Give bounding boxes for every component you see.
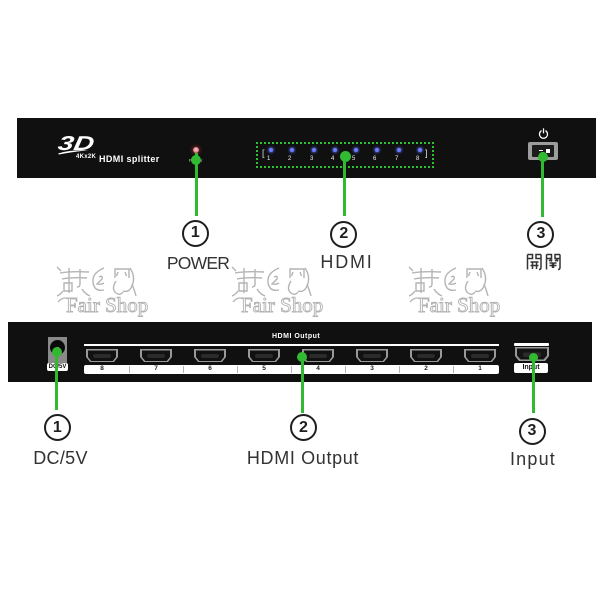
svg-text:Fair Shop: Fair Shop <box>241 293 323 317</box>
svg-text:Fair Shop: Fair Shop <box>418 293 500 317</box>
svg-text:Fair Shop: Fair Shop <box>66 293 148 317</box>
